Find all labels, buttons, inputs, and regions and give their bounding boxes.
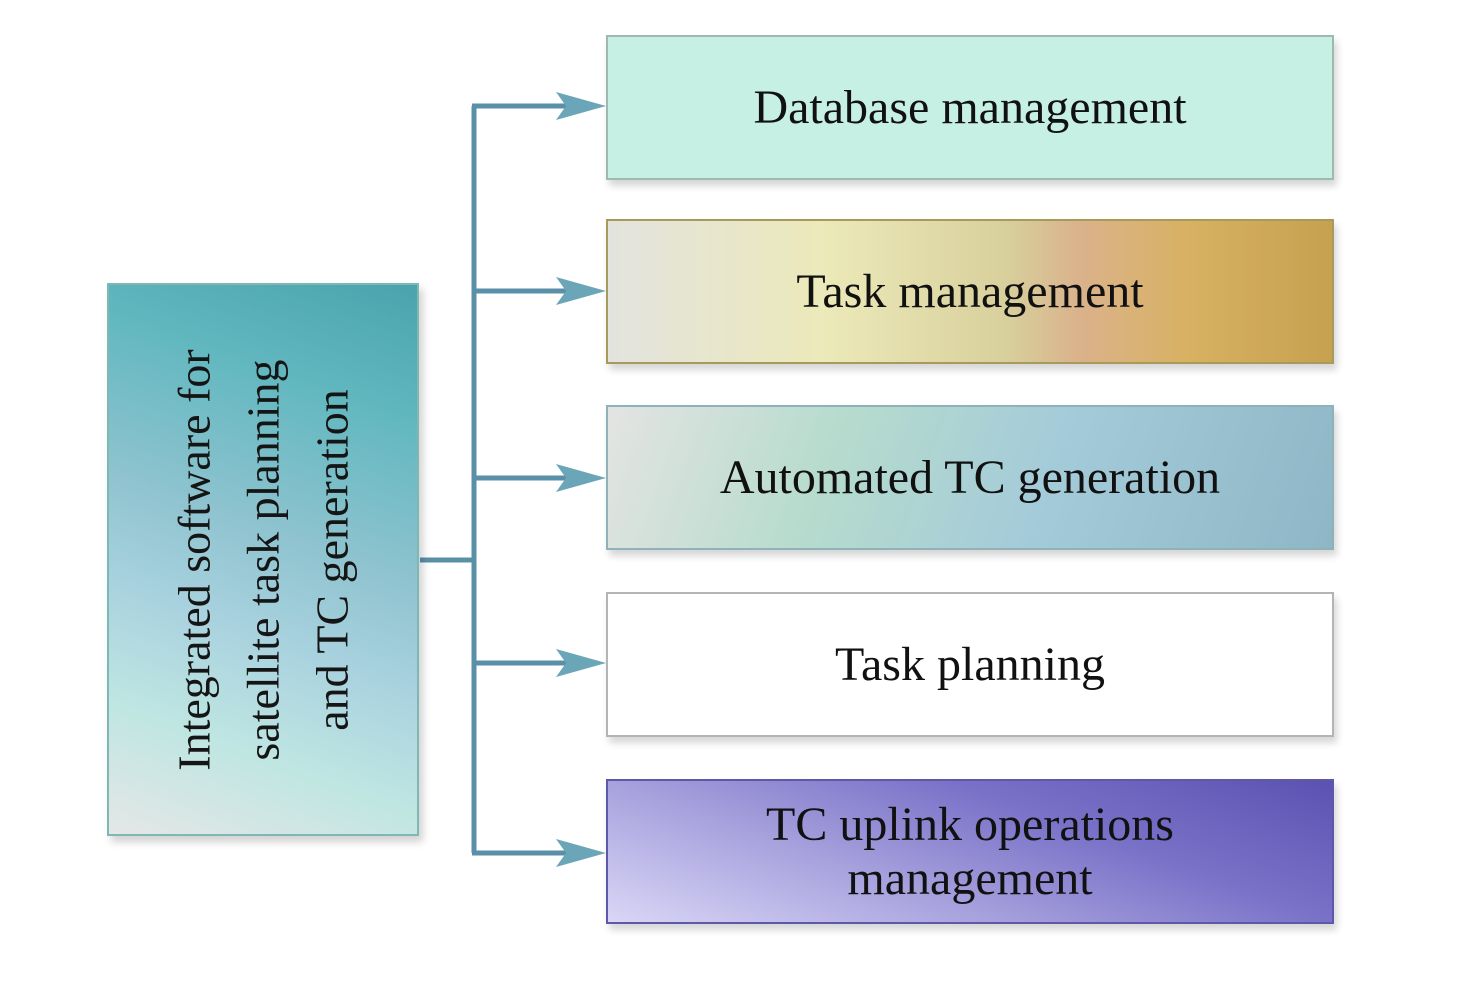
child-label: Database management	[753, 80, 1187, 134]
root-line-1: Integrated software for	[168, 348, 220, 771]
arrowhead-5	[556, 839, 606, 867]
root-node: Integrated software for satellite task p…	[107, 283, 419, 836]
root-line-2: satellite task planning	[237, 358, 289, 761]
child-node-task-management: Task management	[606, 219, 1334, 364]
child-node-tc-uplink-operations-management: TC uplink operations management	[606, 779, 1334, 924]
arrowhead-3	[556, 464, 606, 492]
child-label: TC uplink operations management	[766, 797, 1174, 905]
arrowhead-2	[556, 277, 606, 305]
child-node-database-management: Database management	[606, 35, 1334, 180]
child-label: Automated TC generation	[719, 450, 1221, 504]
child-node-task-planning: Task planning	[606, 592, 1334, 737]
child-label: Task planning	[835, 637, 1105, 691]
arrowhead-4	[556, 649, 606, 677]
arrowhead-1	[556, 92, 606, 120]
root-node-text: Integrated software for satellite task p…	[160, 290, 367, 830]
child-label: Task management	[796, 264, 1144, 318]
root-line-3: and TC generation	[306, 388, 358, 731]
child-node-automated-tc-generation: Automated TC generation	[606, 405, 1334, 550]
